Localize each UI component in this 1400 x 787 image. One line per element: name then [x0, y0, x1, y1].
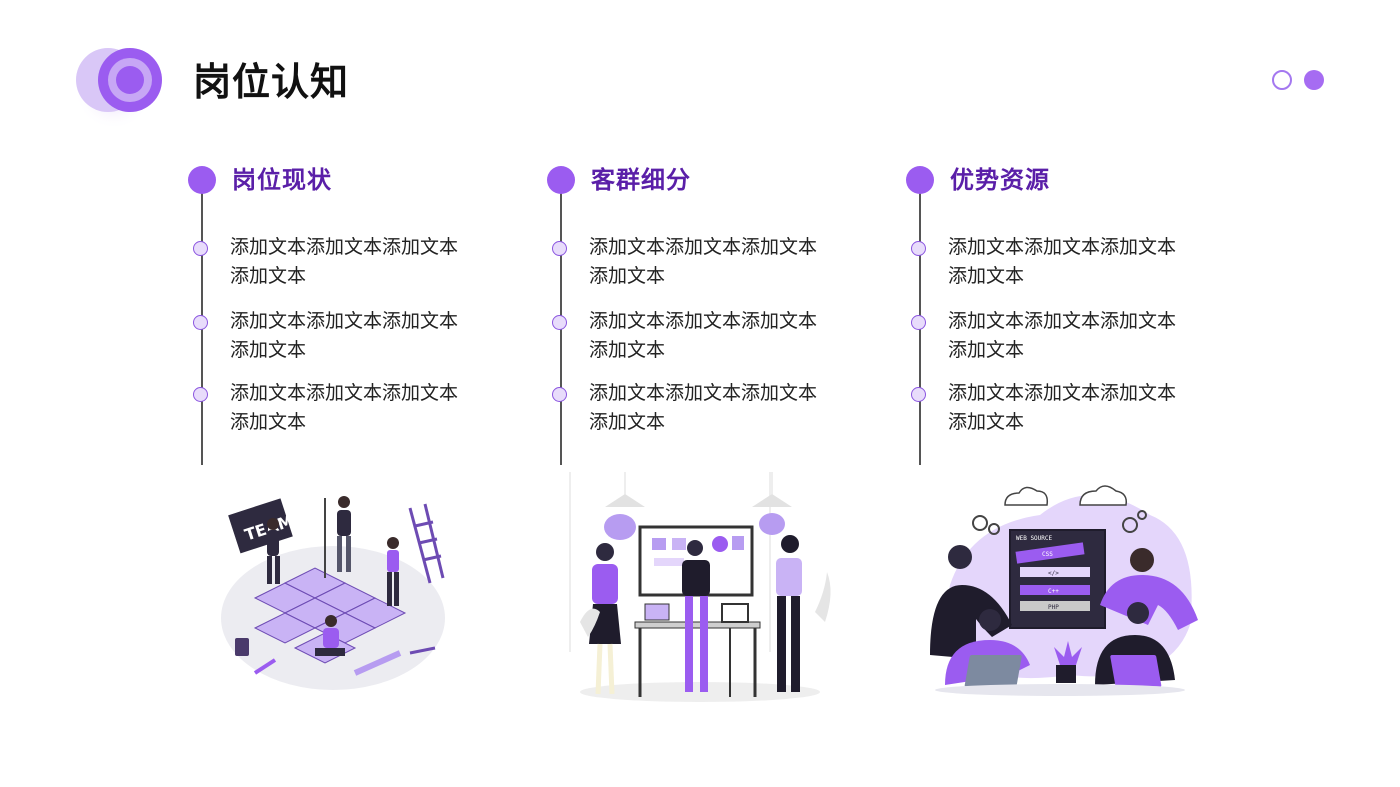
gear-icon	[1122, 517, 1138, 533]
gear-icon	[972, 515, 988, 531]
list-item-text: 添加文本添加文本添加文本添加文本	[948, 310, 1177, 361]
logo-rings-icon	[74, 48, 162, 126]
column-title: 客群细分	[591, 166, 691, 194]
list-item-text: 添加文本添加文本添加文本添加文本	[230, 310, 459, 361]
bullet-dot-icon	[911, 387, 926, 402]
svg-text:WEB SOURCE: WEB SOURCE	[1016, 535, 1053, 542]
filled-dot-icon	[1304, 70, 1324, 90]
list-item-text: 添加文本添加文本添加文本添加文本	[589, 236, 818, 287]
decorative-dots	[1272, 70, 1324, 90]
bullet-dot-icon	[552, 315, 567, 330]
bullet-dot-icon	[552, 241, 567, 256]
column-title: 岗位现状	[232, 166, 332, 194]
list-item-text: 添加文本添加文本添加文本添加文本	[230, 236, 459, 287]
bullet-dot-icon	[552, 387, 567, 402]
svg-text:PHP: PHP	[1048, 604, 1059, 611]
svg-text:C++: C++	[1048, 588, 1059, 595]
gear-icon	[1137, 510, 1147, 520]
laptop-icon	[964, 655, 1022, 687]
plant-icon	[1054, 641, 1082, 665]
bullet-dot-icon	[193, 241, 208, 256]
cloud-icon	[1079, 485, 1128, 506]
column-title: 优势资源	[950, 166, 1050, 194]
office-whiteboard-illustration	[569, 472, 831, 702]
cloud-icon	[1004, 486, 1049, 506]
outline-dot-icon	[1272, 70, 1292, 90]
list-item-text: 添加文本添加文本添加文本添加文本	[948, 382, 1177, 433]
list-item-text: 添加文本添加文本添加文本添加文本	[589, 310, 818, 361]
svg-text:CSS: CSS	[1042, 551, 1053, 558]
timeline-marker-icon	[188, 166, 216, 194]
bullet-dot-icon	[911, 315, 926, 330]
bullet-dot-icon	[193, 387, 208, 402]
list-item-text: 添加文本添加文本添加文本添加文本	[948, 236, 1177, 287]
column-customer-segmentation: 客群细分 添加文本添加文本添加文本添加文本 添加文本添加文本添加文本添加文本 添…	[547, 163, 877, 465]
team-puzzle-illustration: TEAM	[221, 496, 445, 690]
code-window	[1009, 529, 1106, 629]
team-sign: TEAM	[228, 498, 296, 554]
column-advantage-resources: 优势资源 添加文本添加文本添加文本添加文本 添加文本添加文本添加文本添加文本 添…	[906, 163, 1236, 465]
bullet-dot-icon	[911, 241, 926, 256]
lightbulb-bubble-icon	[759, 513, 785, 535]
gear-icon	[988, 523, 1000, 535]
svg-text:</>: </>	[1048, 570, 1059, 577]
web-coding-team-illustration: WEB SOURCE CSS </> C++ PHP	[930, 485, 1198, 696]
page-title: 岗位认知	[193, 60, 350, 104]
column-job-status: 岗位现状 添加文本添加文本添加文本添加文本 添加文本添加文本添加文本添加文本 添…	[188, 163, 518, 465]
list-item-text: 添加文本添加文本添加文本添加文本	[230, 382, 459, 433]
bullet-dot-icon	[193, 315, 208, 330]
list-item-text: 添加文本添加文本添加文本添加文本	[589, 382, 818, 433]
timeline-marker-icon	[906, 166, 934, 194]
timeline-marker-icon	[547, 166, 575, 194]
laptop-icon	[1110, 655, 1162, 687]
lightbulb-bubble-icon	[604, 514, 636, 540]
